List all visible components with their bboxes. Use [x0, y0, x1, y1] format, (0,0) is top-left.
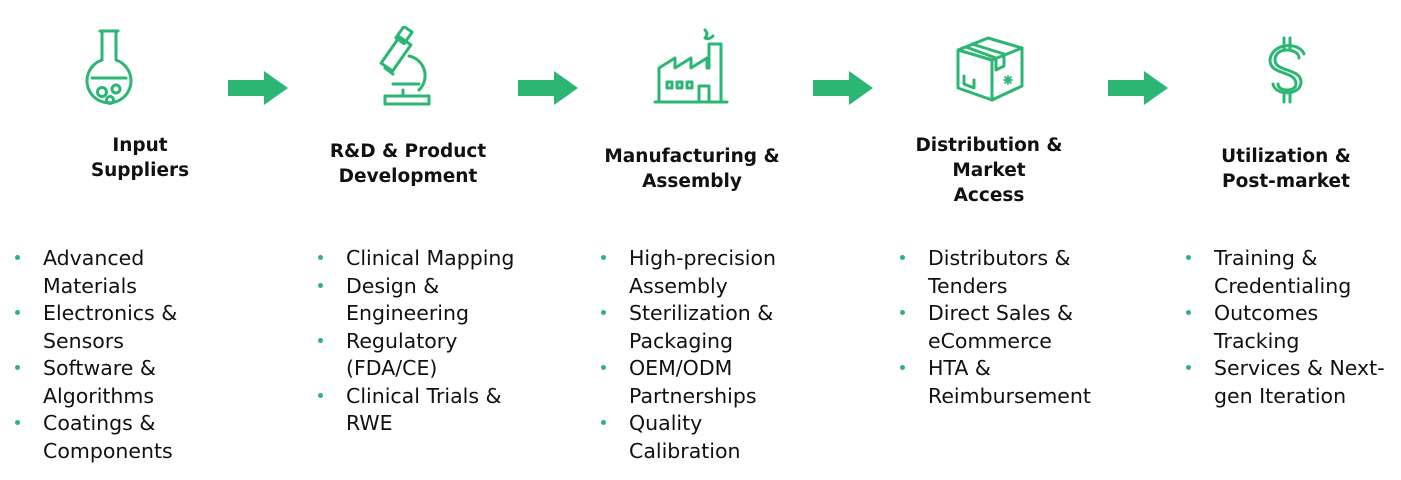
list-item: Clinical Mapping — [317, 245, 514, 273]
stage-title: Input Suppliers — [90, 135, 190, 181]
stage-rnd: R&D & Product Development Clinical Mappi… — [268, 0, 548, 480]
list-item: Regulatory (FDA/CE) — [317, 328, 514, 383]
list-item: Training & Credentialing — [1185, 245, 1385, 300]
stage-title: Distribution & Market Access — [915, 135, 1063, 206]
stage-distribution: Distribution & Market Access Distributor… — [849, 0, 1129, 480]
arrow-right-icon — [228, 71, 288, 105]
stage-items: Distributors & Tenders Direct Sales & eC… — [899, 245, 1091, 410]
factory-icon — [647, 26, 737, 116]
list-item: Coatings & Components — [14, 410, 177, 465]
list-item: Electronics & Sensors — [14, 300, 177, 355]
list-item: Software & Algorithms — [14, 355, 177, 410]
stage-items: High-precision Assembly Sterilization & … — [600, 245, 776, 465]
stage-input-suppliers: Input Suppliers Advanced Materials Elect… — [0, 0, 280, 480]
package-box-icon — [944, 26, 1034, 116]
list-item: Quality Calibration — [600, 410, 776, 465]
arrow-right-icon — [1108, 71, 1168, 105]
list-item: Outcomes Tracking — [1185, 300, 1385, 355]
list-item: Clinical Trials & RWE — [317, 383, 514, 438]
stage-items: Clinical Mapping Design & Engineering Re… — [317, 245, 514, 438]
arrow-right-icon — [518, 71, 578, 105]
list-item: Advanced Materials — [14, 245, 177, 300]
list-item: Services & Next- gen Iteration — [1185, 355, 1385, 410]
stage-items: Training & Credentialing Outcomes Tracki… — [1185, 245, 1385, 410]
arrow-right-icon — [813, 71, 873, 105]
stage-title: Manufacturing & Assembly — [604, 146, 780, 192]
list-item: High-precision Assembly — [600, 245, 776, 300]
stage-items: Advanced Materials Electronics & Sensors… — [14, 245, 177, 465]
stage-manufacturing: Manufacturing & Assembly High-precision … — [552, 0, 832, 480]
list-item: HTA & Reimbursement — [899, 355, 1091, 410]
list-item: Distributors & Tenders — [899, 245, 1091, 300]
stage-title: Utilization & Post-market — [1221, 146, 1351, 192]
microscope-icon — [363, 26, 453, 116]
stage-utilization: Utilization & Post-market Training & Cre… — [1146, 0, 1401, 480]
list-item: Sterilization & Packaging — [600, 300, 776, 355]
list-item: OEM/ODM Partnerships — [600, 355, 776, 410]
list-item: Design & Engineering — [317, 273, 514, 328]
dollar-sign-icon — [1242, 26, 1332, 116]
list-item: Direct Sales & eCommerce — [899, 300, 1091, 355]
stage-title: R&D & Product Development — [329, 141, 487, 187]
flask-icon — [64, 26, 154, 116]
